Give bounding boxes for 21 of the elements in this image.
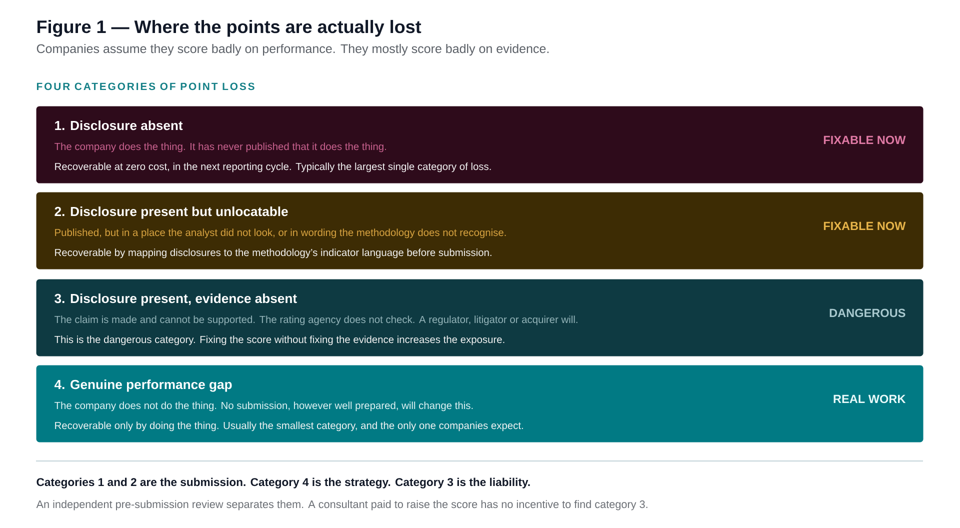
band-heading: 2. Disclosure present but unlocatable (54, 206, 288, 219)
description-text: Recoverable at zero cost, in the next reporting cycle. Typically the largest single category of loss. (55, 162, 491, 172)
description-text: The company does not do the thing. No submission, however well prepared, will change this. (54, 402, 473, 412)
description-text: The claim is made and cannot be supported. The rating agency does not check. A regulator, litigator or acquirer will. (54, 316, 578, 326)
band-heading: 1. Disclosure absent (55, 120, 183, 130)
figure-title: Figure 1 — Where the points are actually lost (38, 20, 422, 37)
section-heading: FOUR CATEGORIES OF POINT LOSS (36, 82, 254, 90)
status-label: FIXABLE NOW (824, 222, 906, 230)
status-label: DANGEROUS (830, 308, 906, 318)
subtitle: Companies assume they score badly on performance. They mostly score badly on evidence. (36, 44, 549, 56)
note-text: An independent pre-submission review separates them. A consultant paid to raise the score has no incentive to find category 3. (36, 500, 648, 510)
band-heading: 3. Disclosure present, evidence absent (54, 294, 297, 306)
description-text: This is the dangerous category. Fixing the score without fixing the evidence increases the exposure. (54, 336, 504, 346)
description-text: Recoverable only by doing the thing. Usually the smallest category, and the only one companies expect. (55, 422, 523, 432)
status-label: REAL WORK (834, 394, 906, 404)
summary-text: Categories 1 and 2 are the submission. Category 4 is the strategy. Category 3 is the liability. (36, 478, 530, 488)
description-text: Recoverable by mapping disclosures to the methodology’s indicator language before submission. (55, 248, 492, 258)
description-text: The company does the thing. It has never published that it does the thing. (54, 142, 386, 152)
band-heading: 4. Genuine performance gap (54, 380, 232, 392)
status-label: FIXABLE NOW (824, 136, 906, 144)
description-text: Published, but in a place the analyst did not look, or in wording the methodology does not recognise. (55, 228, 506, 238)
